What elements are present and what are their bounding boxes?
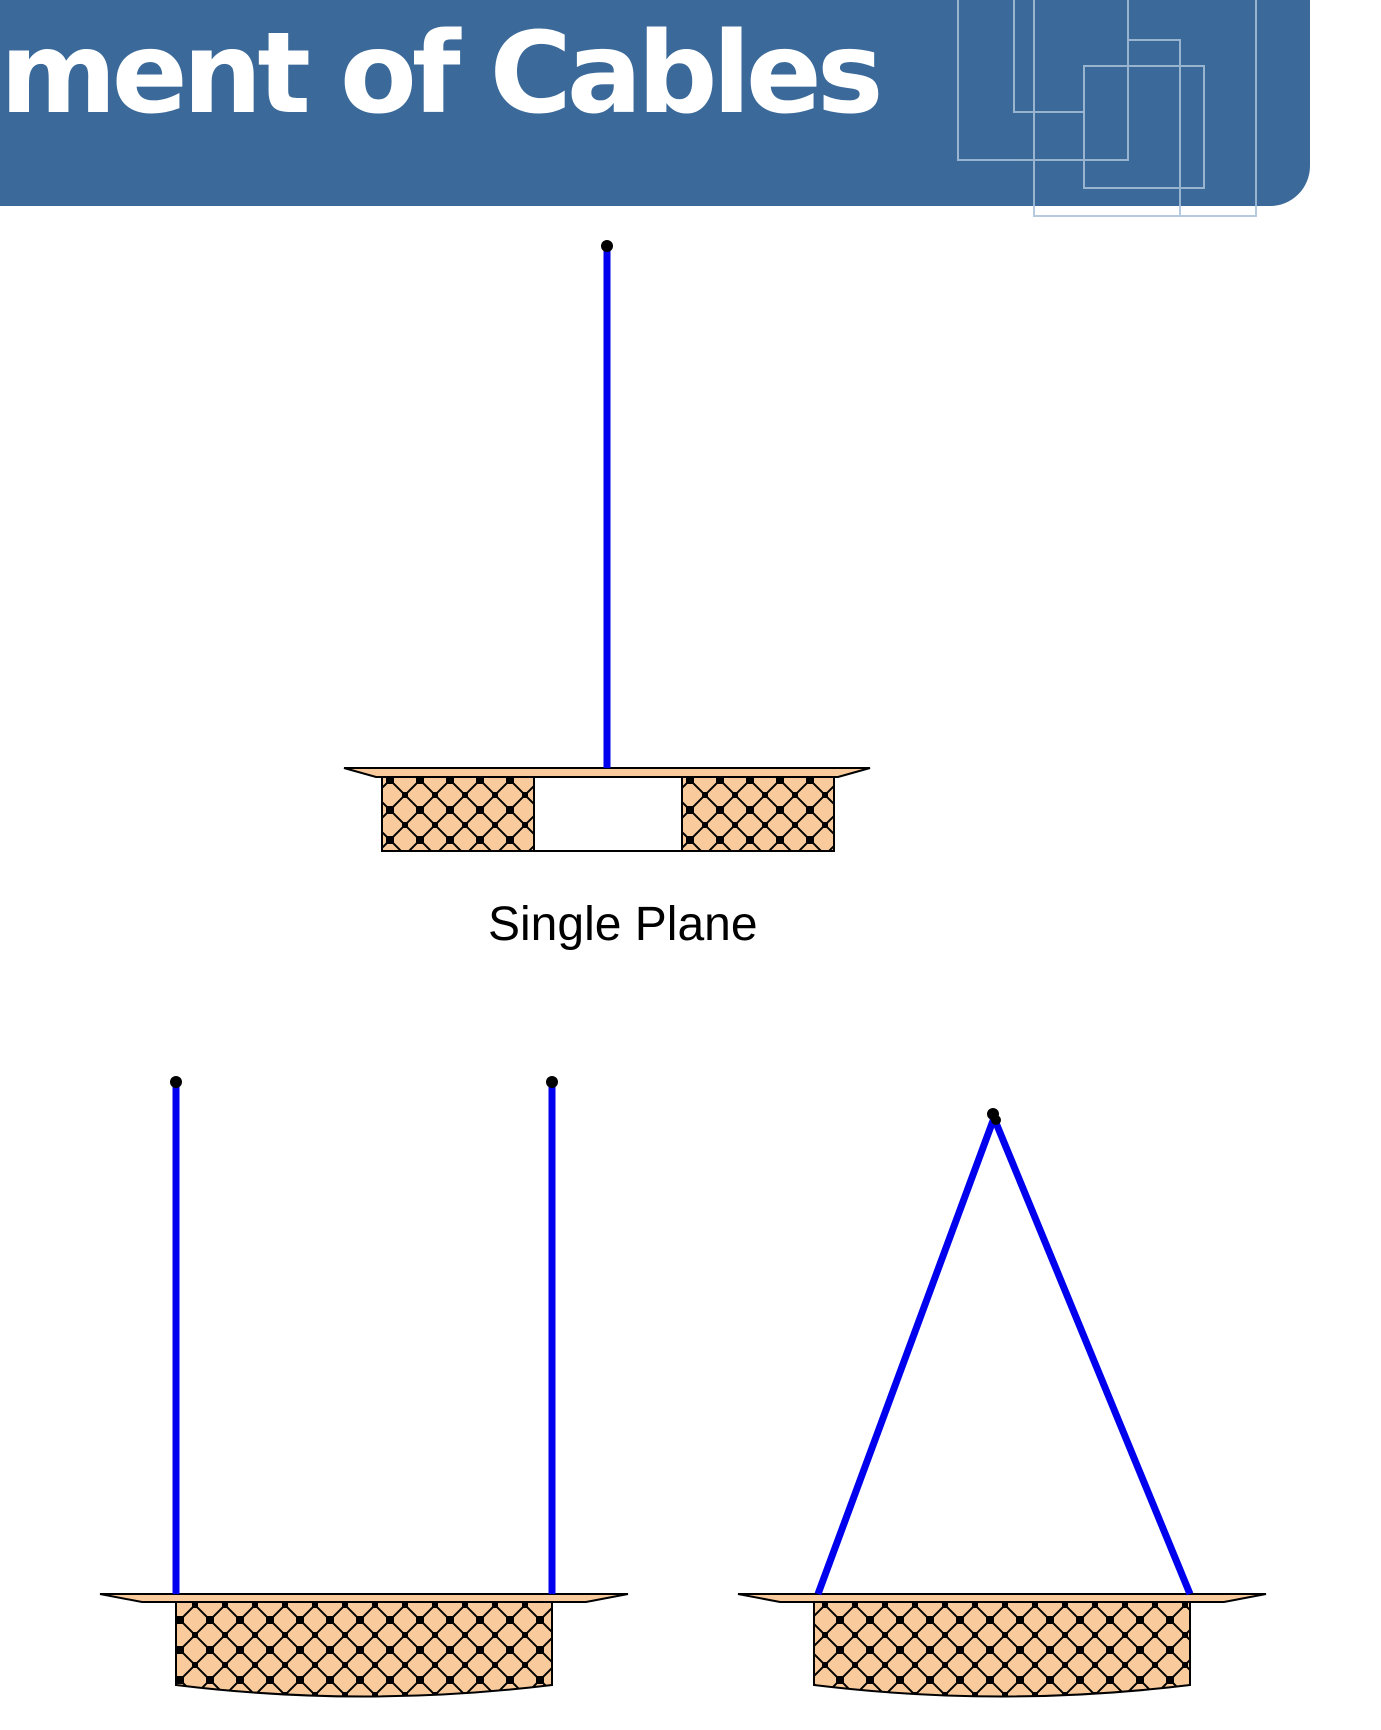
interlocking-squares-logo-icon (957, 0, 1257, 217)
deck-box (813, 1601, 1191, 1698)
double-inclined-plane-diagram (737, 1108, 1267, 1698)
double-vertical-deck (99, 1593, 629, 1698)
deck-slab (737, 1593, 1267, 1603)
left-inclined-cable (814, 1116, 998, 1596)
single-plane-caption: Single Plane (488, 898, 758, 951)
deck-slab (343, 767, 871, 778)
right-inclined-cable (990, 1116, 1194, 1596)
deck-box (175, 1601, 553, 1698)
single-plane-deck (343, 767, 871, 852)
left-pylon-anchor-point (170, 1076, 182, 1088)
single-plane-diagram (343, 240, 871, 852)
right-pylon-anchor-point (546, 1076, 558, 1088)
deck-box-left (381, 776, 535, 852)
double-vertical-plane-diagram (99, 1076, 629, 1698)
slide-title: ment of Cables (0, 9, 884, 139)
double-inclined-deck (737, 1593, 1267, 1698)
deck-slab (99, 1593, 629, 1603)
pylon-anchor-point (601, 240, 613, 252)
apex-anchor-point-secondary (991, 1115, 1001, 1125)
header-banner (0, 0, 1310, 206)
deck-box-right (681, 776, 835, 852)
deck-box-void (533, 776, 683, 852)
